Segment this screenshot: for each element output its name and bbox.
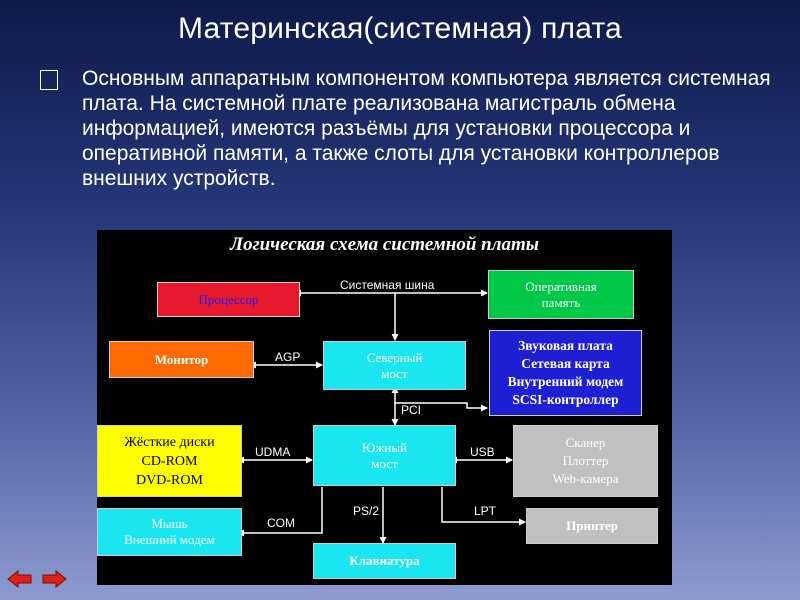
- usb-label: USB: [470, 445, 495, 459]
- system-bus-label: Системная шина: [340, 278, 435, 292]
- ram-node: Оперативная память: [488, 270, 634, 319]
- pci-expansion-line: [395, 402, 488, 412]
- ps2-label: PS/2: [353, 504, 380, 518]
- pci-label: PCI: [401, 403, 422, 417]
- arrow-right-icon[interactable]: [41, 569, 67, 589]
- bullet-text: Основным аппаратным компонентом компьюте…: [82, 67, 771, 190]
- south-bridge-node: Южный мост: [313, 425, 456, 486]
- mouse-modem-node: Мышь Внешний модем: [97, 508, 242, 556]
- cpu-node: Процессор: [157, 282, 300, 317]
- square-bullet-icon: [40, 70, 58, 90]
- bullet-paragraph: Основным аппаратным компонентом компьюте…: [40, 66, 780, 191]
- motherboard-diagram: Логическая схема системной платы Процесс…: [97, 230, 672, 585]
- lpt-line: [441, 487, 526, 526]
- monitor-node: Монитор: [109, 341, 254, 378]
- north-bridge-node: Северный мост: [323, 341, 466, 390]
- diagram-title: Логическая схема системной платы: [230, 234, 539, 255]
- slide-title: Материнская(системная) плата: [178, 12, 622, 45]
- arrow-left-icon[interactable]: [7, 569, 33, 589]
- com-line: [237, 487, 323, 537]
- lpt-label: LPT: [474, 504, 497, 518]
- disks-node: Жёсткие диски CD-ROM DVD-ROM: [97, 425, 242, 497]
- keyboard-node: Клавиатура: [313, 543, 456, 579]
- agp-label: AGP: [275, 350, 301, 364]
- printer-node: Принтер: [526, 508, 658, 544]
- expansion-cards-node: Звуковая плата Сетевая карта Внутренний …: [489, 330, 642, 416]
- udma-label: UDMA: [255, 445, 291, 459]
- scanner-node: Сканер Плоттер Web-камера: [513, 425, 658, 497]
- com-label: COM: [267, 516, 295, 530]
- connector-lines: [237, 289, 526, 544]
